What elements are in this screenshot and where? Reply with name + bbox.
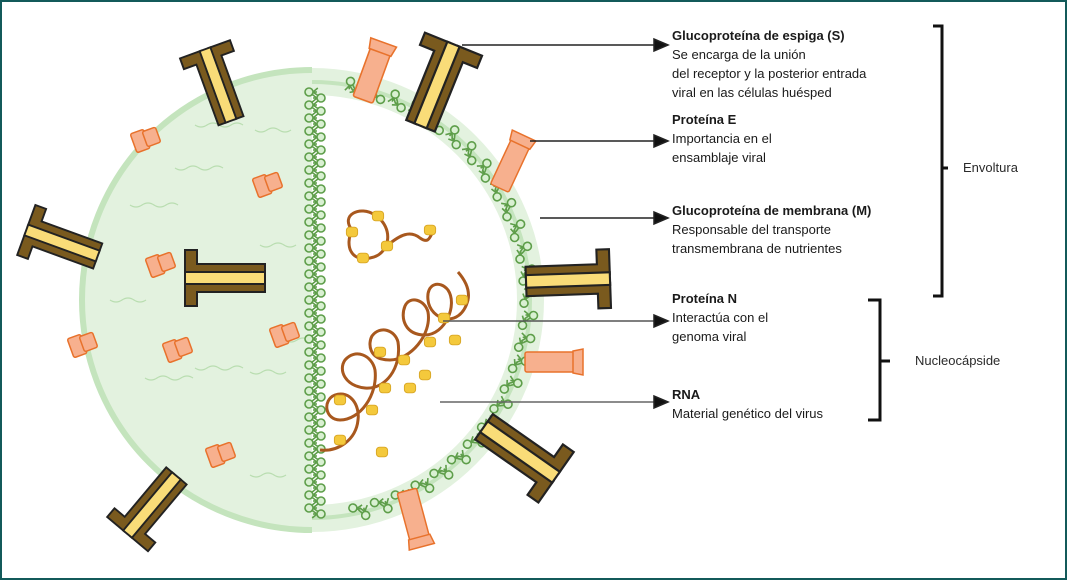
- label-spike-glycoprotein: Glucoproteína de espiga (S) Se encarga d…: [672, 26, 866, 102]
- n-protein: [333, 434, 347, 446]
- brackets: [868, 24, 948, 422]
- n-protein: [455, 294, 469, 306]
- label-desc-line: Se encarga de la unión: [672, 47, 806, 62]
- m-protein: [310, 379, 326, 389]
- label-desc-line: ensamblaje viral: [672, 150, 766, 165]
- label-desc-line: del receptor y la posterior entrada: [672, 66, 867, 81]
- m-protein: [310, 223, 326, 233]
- m-protein: [310, 210, 326, 220]
- m-protein: [310, 301, 326, 311]
- m-protein: [369, 497, 385, 508]
- label-protein-e: Proteína E Importancia en el ensamblaje …: [672, 110, 772, 167]
- n-protein: [365, 404, 379, 416]
- m-protein: [310, 158, 326, 168]
- m-protein: [310, 431, 326, 441]
- m-protein: [310, 249, 326, 259]
- m-protein: [509, 227, 520, 243]
- m-protein: [310, 509, 326, 519]
- m-protein: [310, 262, 326, 272]
- m-protein: [310, 392, 326, 402]
- label-desc-line: Responsable del transporte: [672, 222, 831, 237]
- label-desc-line: Material genético del virus: [672, 406, 824, 421]
- n-protein: [373, 346, 387, 358]
- label-desc-line: Importancia en el: [672, 131, 772, 146]
- label-protein-n: Proteína N Interactúa con el genoma vira…: [672, 289, 768, 346]
- label-title: Proteína N: [672, 291, 738, 306]
- m-protein: [310, 418, 326, 428]
- m-protein: [310, 184, 326, 194]
- n-protein: [418, 369, 432, 381]
- m-protein: [310, 405, 326, 415]
- n-protein: [333, 394, 347, 406]
- m-protein: [310, 340, 326, 350]
- label-desc-line: genoma viral: [672, 329, 747, 344]
- m-protein: [310, 275, 326, 285]
- n-protein: [397, 354, 411, 366]
- m-protein: [310, 288, 326, 298]
- m-protein: [310, 171, 326, 181]
- n-protein: [375, 446, 389, 458]
- m-protein: [310, 366, 326, 376]
- n-protein: [380, 240, 394, 252]
- label-membrane-glycoprotein: Glucoproteína de membrana (M) Responsabl…: [672, 201, 871, 258]
- rna-strand: [319, 209, 470, 452]
- m-protein: [310, 457, 326, 467]
- n-protein: [345, 226, 359, 238]
- m-protein: [310, 145, 326, 155]
- m-protein: [514, 248, 526, 265]
- leader-lines: [440, 37, 670, 410]
- m-protein: [310, 314, 326, 324]
- m-protein: [310, 496, 326, 506]
- label-title: RNA: [672, 387, 701, 402]
- m-protein: [310, 483, 326, 493]
- n-proteins: [333, 210, 469, 458]
- m-protein: [310, 327, 326, 337]
- n-protein: [371, 210, 385, 222]
- label-desc-line: transmembrana de nutrientes: [672, 241, 842, 256]
- m-protein: [310, 106, 326, 116]
- label-title: Glucoproteína de espiga (S): [672, 28, 845, 43]
- m-protein: [310, 93, 326, 103]
- envelope-bracket: [933, 24, 944, 298]
- n-protein: [356, 252, 370, 264]
- m-protein: [310, 353, 326, 363]
- m-protein-column: [304, 87, 326, 519]
- n-protein: [403, 382, 417, 394]
- label-title: Proteína E: [672, 112, 737, 127]
- label-desc-line: viral en las células huésped: [672, 85, 832, 100]
- m-protein: [310, 119, 326, 129]
- label-desc-line: Interactúa con el: [672, 310, 769, 325]
- m-protein: [310, 470, 326, 480]
- m-protein: [347, 502, 364, 514]
- group-label-envelope: Envoltura: [963, 160, 1018, 175]
- n-protein: [378, 382, 392, 394]
- m-protein: [310, 197, 326, 207]
- n-protein: [423, 224, 437, 236]
- label-title: Glucoproteína de membrana (M): [672, 203, 872, 218]
- nucleocapsid: [319, 209, 470, 458]
- m-protein: [310, 132, 326, 142]
- n-protein: [448, 334, 462, 346]
- m-protein: [310, 236, 326, 246]
- label-rna: RNA Material genético del virus: [672, 385, 823, 423]
- n-protein: [423, 336, 437, 348]
- group-label-nucleocapsid: Nucleocápside: [915, 353, 1001, 368]
- nucleocapsid-bracket: [868, 298, 882, 422]
